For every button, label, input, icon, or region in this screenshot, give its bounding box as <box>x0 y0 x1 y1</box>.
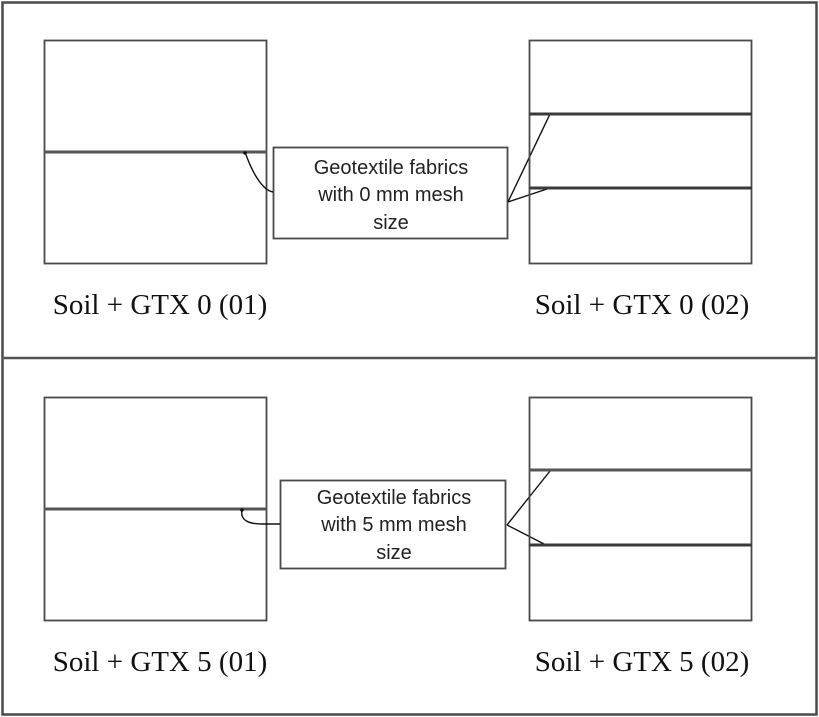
leader-line <box>241 509 280 525</box>
sample-label: Soil + GTX 0 (01) <box>53 289 268 321</box>
sample-label: Soil + GTX 0 (02) <box>535 289 750 321</box>
leader-anchor <box>243 151 247 155</box>
leader-line <box>506 524 547 546</box>
sample-container <box>528 396 753 622</box>
callout-box <box>279 479 507 570</box>
sample-container <box>528 39 753 265</box>
callout-line-2: with 5 mm mesh <box>320 514 467 536</box>
sample-label: Soil + GTX 5 (01) <box>53 646 268 678</box>
leader-anchor <box>240 508 244 512</box>
sample-box-gtx5-02 <box>528 396 753 622</box>
callout-gtx0: Geotextile fabrics with 0 mm mesh size <box>243 113 551 240</box>
sample-box-gtx5-01 <box>43 396 268 622</box>
sample-box-gtx0-01 <box>43 39 268 265</box>
panel-gtx0: Soil + GTX 0 (01) Geotextile fabrics wit… <box>43 39 753 321</box>
panel-gtx5: Soil + GTX 5 (01) Geotextile fabrics wit… <box>43 396 753 678</box>
callout-line-2: with 0 mm mesh <box>317 184 464 206</box>
sample-box-gtx0-02 <box>528 39 753 265</box>
callout-box <box>272 146 509 240</box>
leader-line <box>244 151 274 193</box>
callout-gtx5: Geotextile fabrics with 5 mm mesh size <box>240 470 551 570</box>
callout-line-3: size <box>373 212 409 234</box>
sample-label: Soil + GTX 5 (02) <box>535 646 750 678</box>
leader-line <box>506 470 551 526</box>
callout-line-1: Geotextile fabrics <box>317 487 472 509</box>
leader-line <box>507 188 548 203</box>
callout-line-3: size <box>376 542 412 564</box>
callout-line-1: Geotextile fabrics <box>314 157 469 179</box>
